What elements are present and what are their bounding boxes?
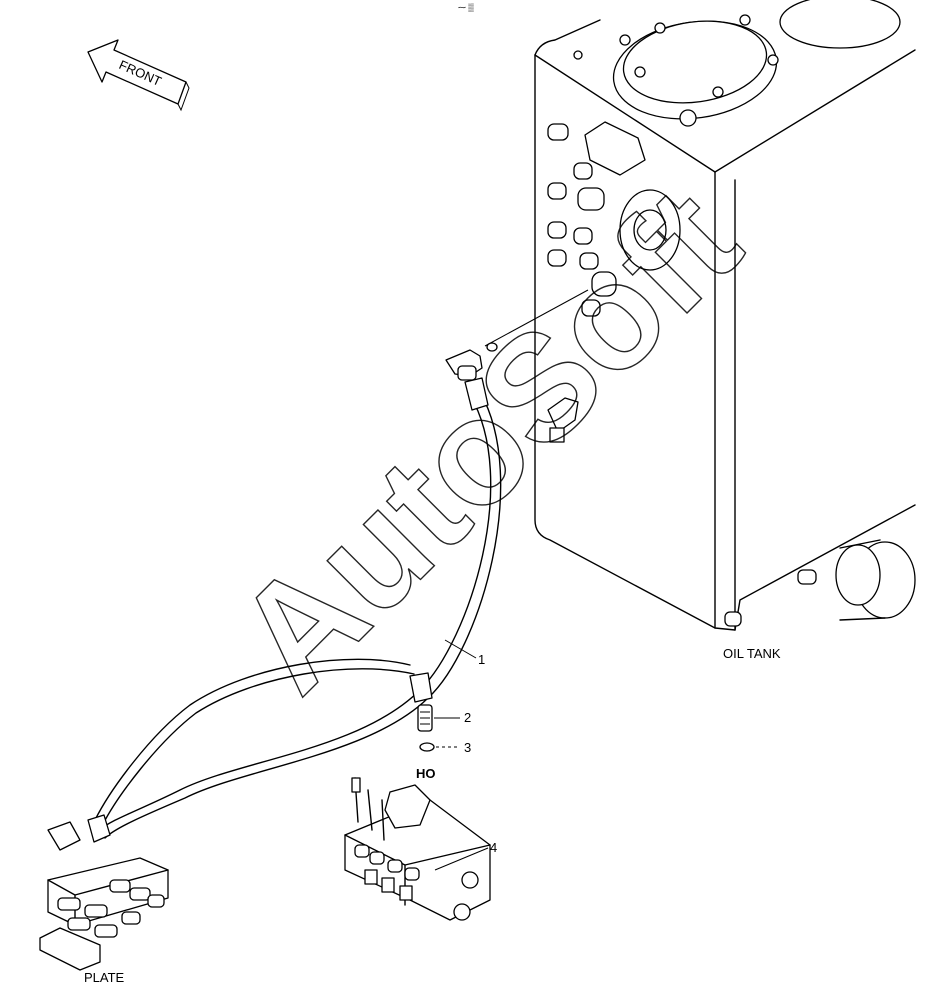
- callout-2: 2: [464, 710, 471, 725]
- oring-3: 3: [419, 740, 471, 755]
- plate: PLATE: [39, 821, 169, 985]
- front-arrow: FRONT: [87, 39, 190, 112]
- hose-1: 1: [87, 377, 502, 843]
- tee-fitting: [445, 289, 589, 381]
- oil-tank-label: OIL TANK: [723, 646, 781, 661]
- top-mark: ⁓ ▒: [458, 3, 474, 12]
- plate-label: PLATE: [84, 970, 125, 985]
- callout-3: 3: [464, 740, 471, 755]
- oil-tank: OIL TANK: [534, 0, 916, 661]
- callout-1: 1: [478, 652, 485, 667]
- watermark: AutoSoft: [204, 156, 770, 722]
- callout-4: 4: [490, 840, 497, 855]
- port-ho-label: HO: [416, 766, 436, 781]
- adapter-2: 2: [417, 704, 471, 732]
- valve-4: 4: [344, 777, 497, 921]
